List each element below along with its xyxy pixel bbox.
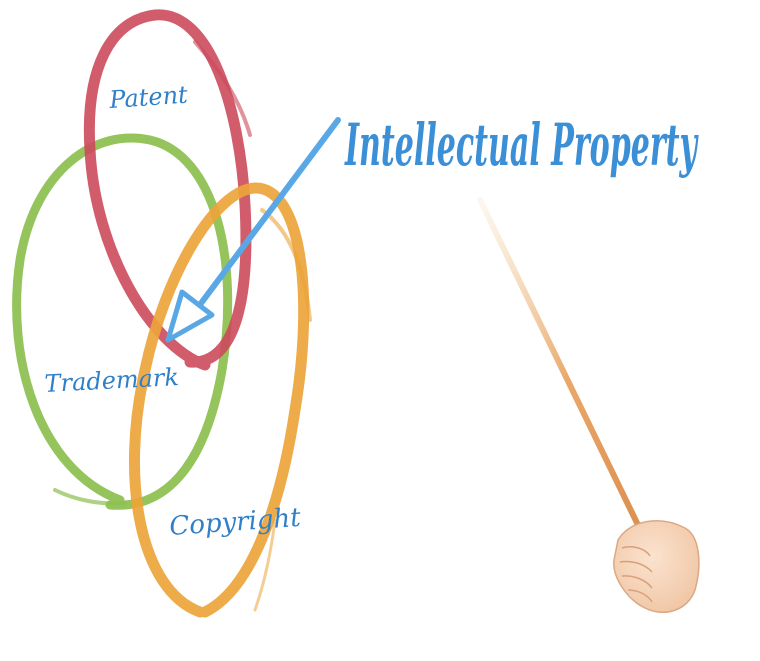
hand-icon [614,521,699,612]
pointer-stick-icon [480,200,655,560]
page-title: Intellectual Property [344,111,699,179]
trademark-label: Trademark [44,363,180,398]
patent-label: Patent [107,81,188,114]
copyright-label: Copyright [168,503,302,542]
arrow-icon [168,120,338,340]
